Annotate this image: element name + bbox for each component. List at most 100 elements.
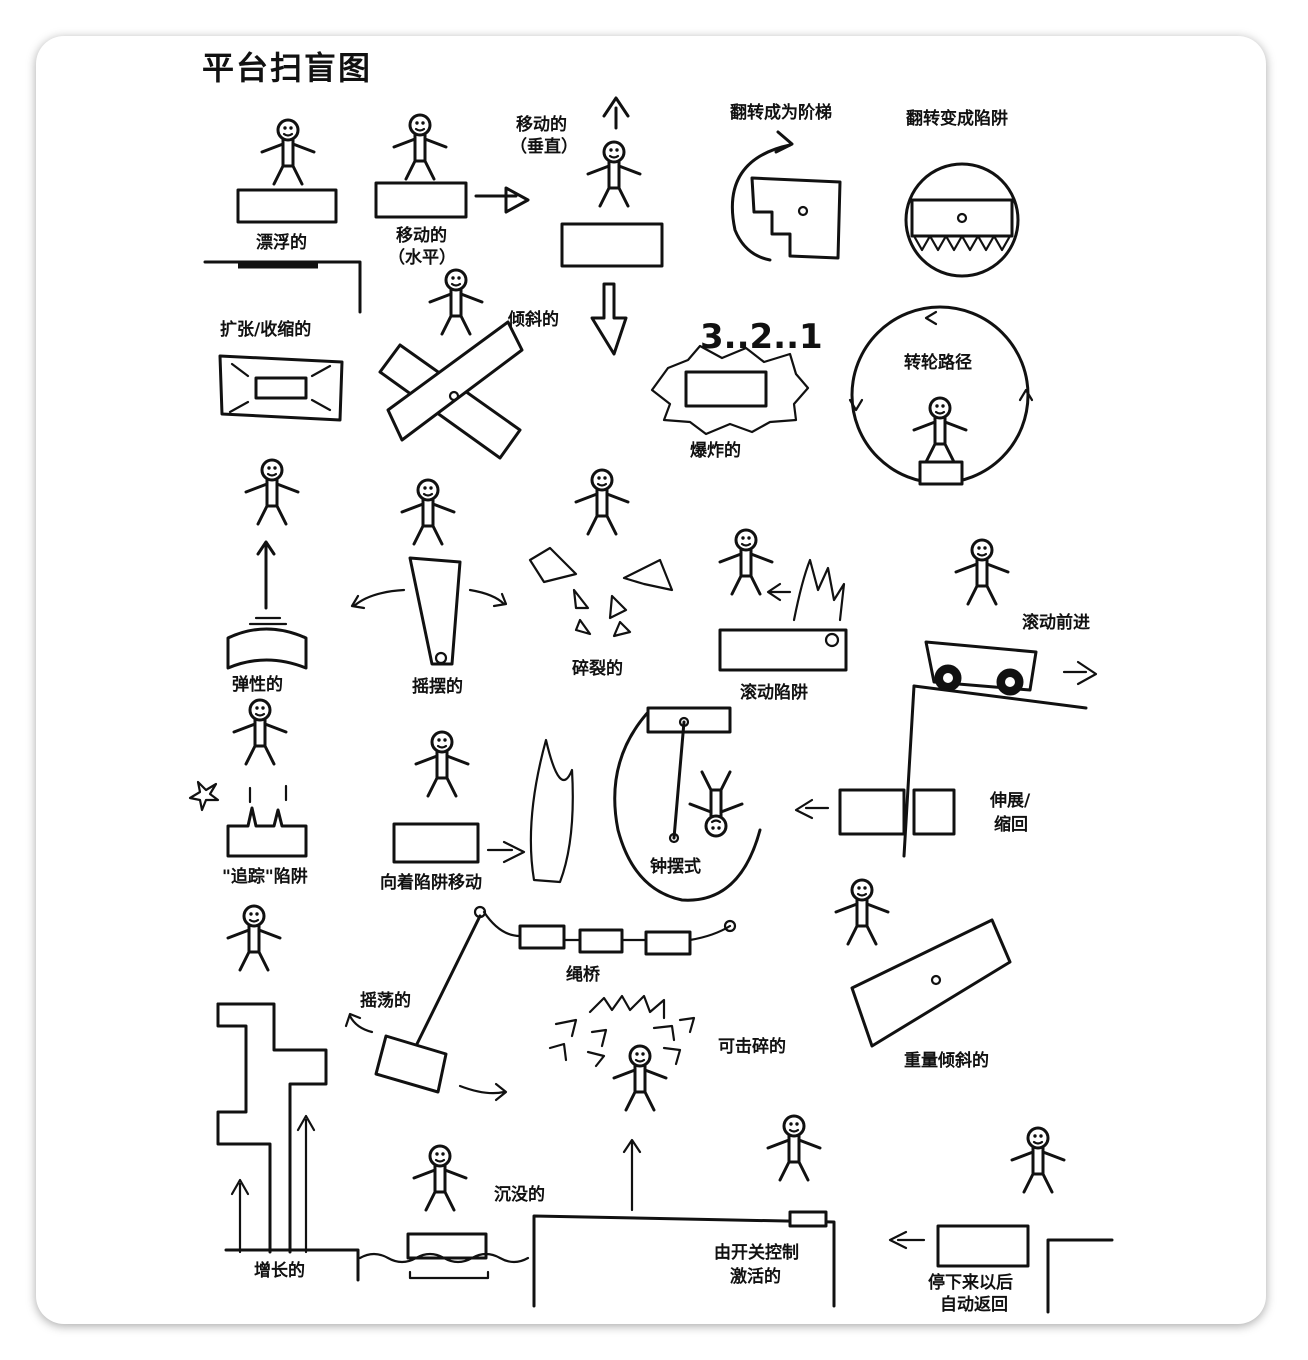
svg-text:转轮路径: 转轮路径 (904, 352, 972, 373)
flip-stairs-platform: 翻转成为阶梯 (730, 102, 840, 260)
platform-icon (852, 920, 1010, 1046)
wheel-path-platform: 转轮路径 (850, 307, 1032, 484)
platform-icon (376, 1036, 446, 1092)
rope-icon (414, 916, 480, 1050)
platform-icon (840, 790, 904, 834)
arrow-icon (624, 1140, 640, 1210)
platform-icon (912, 200, 1012, 236)
swinging-platform: 摇摆的 (352, 480, 506, 697)
svg-text:重量倾斜的: 重量倾斜的 (904, 1050, 989, 1071)
svg-text:移动的: 移动的 (516, 114, 567, 135)
stick-figure-icon (262, 120, 314, 184)
stick-figure-icon (720, 530, 772, 594)
svg-text:摇荡的: 摇荡的 (360, 990, 411, 1011)
switch-platform: 由开关控制 激活的 (534, 1116, 834, 1306)
svg-text:向着陷阱移动: 向着陷阱移动 (380, 872, 482, 893)
arrow-icon (352, 590, 404, 608)
svg-text:（垂直）: （垂直） (510, 136, 578, 157)
expand-platform: 扩张/收缩的 (220, 319, 342, 420)
spikes-icon (228, 808, 306, 856)
svg-text:扩张/收缩的: 扩张/收缩的 (220, 319, 311, 340)
platform-icon (562, 224, 662, 266)
stick-figure-icon (576, 470, 628, 534)
arrow-icon (768, 584, 790, 600)
arrow-icon (890, 1232, 924, 1248)
arrow-icon (604, 98, 628, 128)
svg-text:（水平）: （水平） (388, 247, 456, 268)
stick-figure-icon (416, 732, 468, 796)
svg-text:弹性的: 弹性的 (232, 674, 283, 695)
svg-text:绳桥: 绳桥 (566, 964, 601, 985)
svg-text:摇摆的: 摇摆的 (412, 676, 463, 697)
breakable-platform: 可击碎的 (550, 996, 786, 1210)
arrow-icon (258, 542, 274, 608)
page-title: 平台扫盲图 (202, 49, 372, 87)
fire-icon (531, 740, 573, 882)
svg-text:激活的: 激活的 (730, 1266, 781, 1287)
svg-text:停下来以后: 停下来以后 (928, 1272, 1013, 1293)
platform-icon (238, 190, 336, 222)
moving-horizontal-platform: 移动的 （水平） (376, 115, 528, 268)
toward-trap-platform: 向着陷阱移动 (380, 732, 573, 893)
stick-figure-icon (228, 906, 280, 970)
arrow-icon (298, 1116, 314, 1252)
platform-icon (648, 708, 730, 732)
svg-text:沉没的: 沉没的 (494, 1184, 545, 1205)
platform-icon (228, 629, 306, 668)
svg-text:自动返回: 自动返回 (940, 1294, 1008, 1315)
svg-text:翻转成为阶梯: 翻转成为阶梯 (730, 102, 832, 123)
arrow-icon (232, 1180, 248, 1252)
arrow-icon (250, 786, 286, 802)
platform-icon (410, 558, 460, 664)
growing-platform: 增长的 (218, 906, 358, 1281)
stick-figure-icon (588, 142, 640, 206)
stick-figure-icon (234, 700, 286, 764)
stick-figure-icon (768, 1116, 820, 1180)
svg-text:由开关控制: 由开关控制 (714, 1242, 799, 1263)
rope-bridge-platform: 绳桥 (484, 912, 735, 985)
svg-text:移动的: 移动的 (396, 225, 447, 246)
svg-text:钟摆式: 钟摆式 (650, 856, 701, 877)
arrow-icon (796, 800, 828, 818)
svg-text:可击碎的: 可击碎的 (718, 1036, 786, 1057)
countdown-text: 3..2..1 (700, 317, 823, 357)
flip-trap-platform: 翻转变成陷阱 (906, 108, 1018, 276)
stick-figure-icon (246, 460, 298, 524)
stick-figure-icon (430, 270, 482, 334)
label-floating: 漂浮的 (256, 232, 307, 253)
svg-text:碎裂的: 碎裂的 (572, 658, 623, 679)
weight-tilt-platform: 重量倾斜的 (836, 880, 1010, 1071)
auto-return-platform: 停下来以后 自动返回 (890, 1128, 1112, 1315)
arrow-icon (476, 188, 528, 212)
bouncy-platform: 弹性的 (228, 460, 306, 695)
svg-text:滚动前进: 滚动前进 (1022, 612, 1090, 633)
svg-text:"追踪"陷阱: "追踪"陷阱 (222, 866, 308, 887)
extend-platform: 伸展/ 缩回 (796, 790, 1031, 835)
stick-figure-icon (836, 880, 888, 944)
rolling-trap-platform: 滚动陷阱 (720, 530, 846, 703)
svg-text:缩回: 缩回 (994, 814, 1028, 835)
arrow-icon (460, 1084, 506, 1100)
stick-figure-icon (956, 540, 1008, 604)
arrow-icon (488, 842, 524, 862)
star-icon (190, 782, 218, 810)
fire-icon (794, 560, 844, 620)
swaying-platform: 摇荡的 (346, 907, 506, 1100)
crumbling-platform: 碎裂的 (530, 470, 672, 679)
platform-icon (920, 462, 962, 484)
svg-text:增长的: 增长的 (254, 1260, 305, 1281)
svg-text:倾斜的: 倾斜的 (507, 309, 559, 330)
platform-icon (394, 824, 478, 862)
explosion-icon (590, 996, 664, 1018)
arrow-icon (470, 590, 506, 606)
pendulum-platform: 钟摆式 (615, 708, 760, 900)
svg-text:翻转变成陷阱: 翻转变成陷阱 (906, 108, 1008, 129)
floating-platform: 漂浮的 (205, 120, 360, 312)
platform-icon (256, 378, 306, 398)
svg-text:滚动陷阱: 滚动陷阱 (740, 682, 808, 703)
tilting-platform: 倾斜的 (380, 270, 559, 458)
platform-icon (686, 372, 766, 406)
svg-text:伸展/: 伸展/ (989, 790, 1031, 811)
platform-icon (388, 322, 522, 440)
